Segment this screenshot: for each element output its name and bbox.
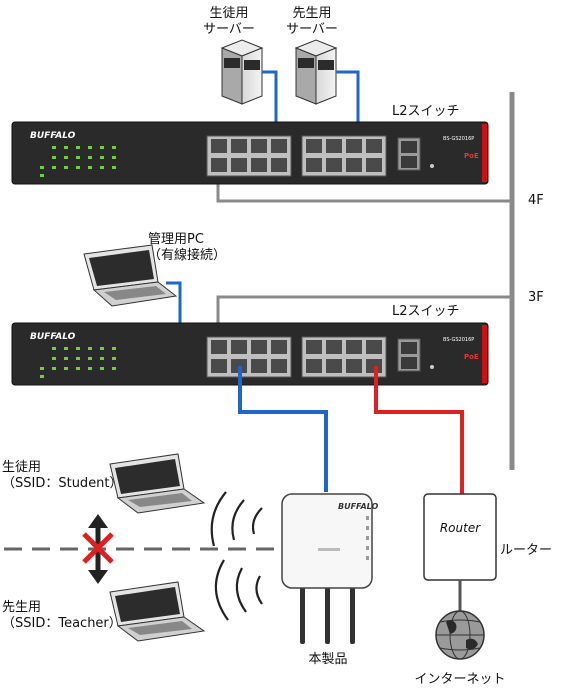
switch-poe-top: PoE [464,152,479,160]
admin-laptop-icon [83,244,178,307]
globe-icon [435,610,485,660]
floor-3f-label: 3F [528,290,544,305]
teacher-pc-label-line2: （SSID：Teacher） [2,616,122,631]
switch-brand-top: BUFFALO [30,131,76,141]
router-label: ルーター [500,543,553,558]
student-server-icon [220,39,264,105]
teacher-pc-label-line1: 先生用 [2,600,42,615]
router-name: Router [440,521,481,535]
student-server-label-line2: サーバー [203,22,255,37]
admin-pc-label-line1: 管理用PC [148,232,204,247]
teacher-laptop-icon [109,581,206,642]
l2-switch-top: BUFFALO BS-GS2016P PoE [11,121,489,185]
switch-model-bottom: BS-GS2016P [443,337,474,343]
switch-poe-bottom: PoE [464,353,479,361]
student-laptop-icon [109,453,206,514]
teacher-server-icon [294,39,338,105]
teacher-server-label-line1: 先生用 [292,6,332,21]
student-server-label-line1: 生徒用 [209,6,249,21]
router-cable [374,366,464,494]
admin-pc-label-line2: （有線接続） [148,248,227,263]
access-point-icon: BUFFALO [281,493,378,644]
router-icon: Router [423,493,497,581]
floor-4f-label: 4F [528,193,544,208]
admin-pc-label: 管理用PC （有線接続） [148,232,226,264]
l2-switch-top-label: L2スイッチ [392,104,460,119]
teacher-server-label: 先生用 サーバー [277,6,347,38]
student-server-label: 生徒用 サーバー [194,6,264,38]
teacher-pc-label: 先生用 （SSID：Teacher） [2,600,122,632]
student-pc-label-line2: （SSID：Student） [2,476,123,491]
student-pc-label: 生徒用 （SSID：Student） [2,460,123,492]
student-pc-label-line1: 生徒用 [2,460,42,475]
ap-brand: BUFFALO [338,502,378,511]
wifi-waves-student-icon [210,491,263,547]
wifi-waves-teacher-icon [214,559,263,621]
blocked-arrow-icon [82,514,114,584]
switch-model-top: BS-GS2016P [443,136,474,142]
teacher-server-label-line2: サーバー [286,22,338,37]
product-label: 本製品 [308,652,348,667]
internet-label: インターネット [414,672,506,687]
l2-switch-bottom-label: L2スイッチ [392,304,460,319]
ap-cable [238,366,328,492]
switch-brand-bottom: BUFFALO [30,332,76,342]
l2-switch-bottom: BUFFALO BS-GS2016P PoE [11,322,489,386]
